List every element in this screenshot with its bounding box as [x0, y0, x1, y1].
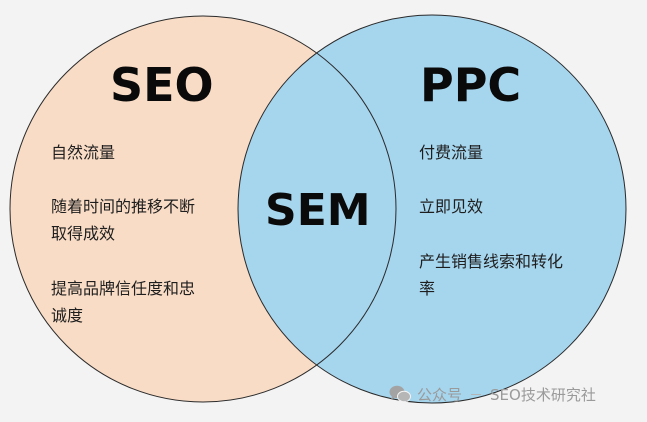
seo-item-brand-trust-line2: 诚度: [51, 306, 84, 325]
ppc-item-leads-conversion-line2: 率: [419, 279, 436, 298]
ppc-item-paid-traffic: 付费流量: [419, 143, 484, 162]
watermark: 公众号 SEO技术研究社: [389, 382, 596, 406]
ppc-circle: [238, 15, 626, 403]
seo-item-brand-trust-line1: 提高品牌信任度和忠: [51, 279, 196, 298]
wechat-icon: [389, 385, 411, 403]
watermark-separator: [471, 393, 482, 395]
ppc-circle-outline: [237, 14, 627, 404]
watermark-account-label: 公众号: [417, 385, 463, 404]
sem-title: SEM: [265, 185, 371, 236]
watermark-name: SEO技术研究社: [490, 385, 596, 404]
ppc-item-leads-conversion-line1: 产生销售线索和转化: [419, 252, 564, 271]
seo-title: SEO: [110, 58, 214, 112]
seo-item-results-over-time-line1: 随着时间的推移不断: [51, 197, 196, 216]
seo-circle-outline: [9, 15, 397, 403]
ppc-title: PPC: [420, 58, 522, 112]
ppc-item-immediate-results: 立即见效: [419, 197, 484, 216]
seo-item-organic-traffic: 自然流量: [51, 143, 116, 162]
seo-item-results-over-time-line2: 取得成效: [51, 224, 116, 243]
